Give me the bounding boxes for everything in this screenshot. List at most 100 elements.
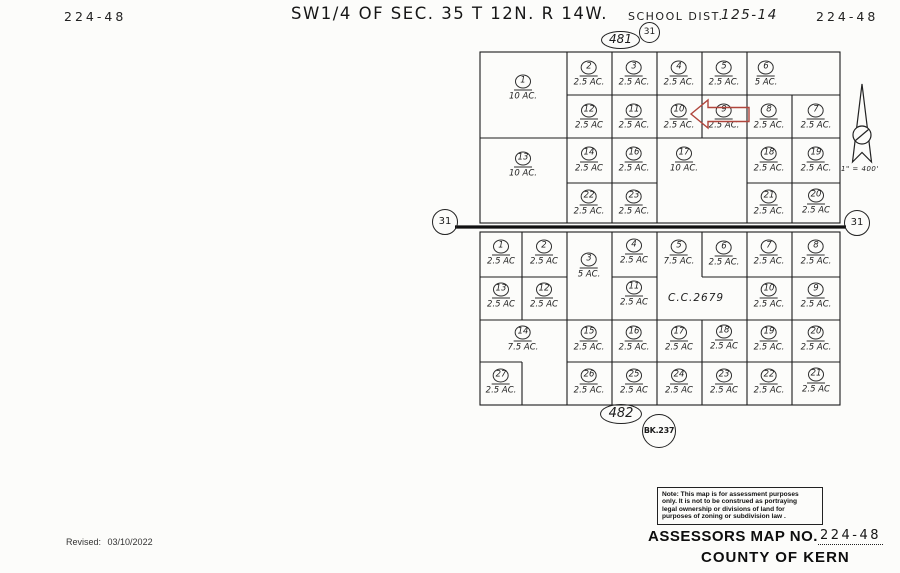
parcel-number: 21 <box>760 189 777 204</box>
note-line: purposes of zoning or subdivision law . <box>662 513 786 521</box>
parcel-divider <box>624 340 643 342</box>
parcel-number: 13 <box>492 282 509 297</box>
school-district-label: SCHOOL DIST. <box>628 10 724 23</box>
revised-value: 03/10/2022 <box>107 537 153 547</box>
parcel-acreage: 2.5 AC. <box>663 77 695 88</box>
parcel-divider <box>806 161 825 163</box>
parcel-acreage: 2.5 AC <box>710 341 738 352</box>
section-circle-top: 31 <box>639 22 660 43</box>
sheet-number-top-left: 224-48 <box>64 9 127 24</box>
parcel-number: 20 <box>807 188 824 203</box>
parcel-acreage: 2.5 AC. <box>753 342 785 353</box>
parcel-acreage: 2.5 AC. <box>573 385 605 396</box>
parcel-acreage: 2.5 AC <box>620 297 648 308</box>
parcel-divider <box>806 203 825 205</box>
north-arrow-icon <box>851 83 873 164</box>
parcel-divider <box>624 204 643 206</box>
parcel-acreage: 2.5 AC. <box>573 77 605 88</box>
assessor-map-no-value: 224-48 <box>817 528 883 545</box>
parcel-divider <box>759 383 778 385</box>
parcel-divider <box>669 254 688 256</box>
parcel-number: 17 <box>675 146 692 161</box>
parcel-acreage: 2.5 AC <box>710 385 738 396</box>
book-circle: BK.237 <box>642 414 676 448</box>
parcel-acreage: 2.5 AC <box>620 255 648 266</box>
parcel-divider <box>669 118 688 120</box>
parcel-divider <box>624 161 643 163</box>
parcel-acreage: 2.5 AC. <box>800 256 832 267</box>
parcel-north-19: 19 2.5 AC. <box>800 146 832 174</box>
county-title: COUNTY OF KERN <box>701 549 850 566</box>
parcel-acreage: 2.5 AC. <box>753 206 785 217</box>
revised-label: Revised: <box>66 537 102 547</box>
parcel-divider <box>624 383 643 385</box>
parcel-divider <box>759 118 778 120</box>
parcel-divider <box>624 118 643 120</box>
parcel-south-20: 20 2.5 AC. <box>800 325 832 353</box>
parcel-divider <box>669 383 688 385</box>
parcel-number: 20 <box>807 325 824 340</box>
parcel-acreage: 2.5 AC. <box>800 342 832 353</box>
parcel-acreage: 10 AC. <box>509 168 537 179</box>
parcel-number: 7 <box>760 239 777 254</box>
parcel-acreage: 2.5 AC. <box>753 385 785 396</box>
parcel-acreage: 2.5 AC <box>487 256 515 267</box>
parcel-acreage: 2.5 AC <box>575 120 603 131</box>
parcel-number: 3 <box>581 252 597 267</box>
parcel-divider <box>759 161 778 163</box>
parcel-divider <box>624 75 643 77</box>
map-title: SW1/4 OF SEC. 35 T 12N. R 14W. <box>291 4 608 23</box>
parcel-north-4: 4 2.5 AC. <box>663 60 695 88</box>
parcel-divider <box>806 340 825 342</box>
parcel-south-18: 18 2.5 AC <box>710 324 738 352</box>
parcel-acreage: 2.5 AC <box>665 385 693 396</box>
parcel-number: 4 <box>625 238 642 253</box>
parcel-acreage: 2.5 AC. <box>618 77 650 88</box>
parcel-number: 22 <box>760 368 777 383</box>
parcel-acreage: 2.5 AC. <box>618 120 650 131</box>
parcel-number: 18 <box>715 324 732 339</box>
scale-label: 1" = 400' <box>841 165 879 173</box>
parcel-number: 4 <box>670 60 687 75</box>
parcel-divider <box>579 161 598 163</box>
parcel-divider <box>759 204 778 206</box>
parcel-acreage: 2.5 AC. <box>753 120 785 131</box>
parcel-acreage: 2.5 AC. <box>708 257 740 268</box>
parcel-number: 15 <box>580 325 597 340</box>
parcel-divider <box>513 166 532 168</box>
note-line: Note: This map is for assessment purpose… <box>662 491 799 498</box>
parcel-number: 1 <box>514 74 531 89</box>
parcel-acreage: 2.5 AC. <box>753 256 785 267</box>
parcel-acreage: 2.5 AC <box>575 163 603 174</box>
parcel-acreage: 2.5 AC. <box>485 385 517 396</box>
parcel-acreage: 2.5 AC. <box>800 163 832 174</box>
parcel-divider <box>714 118 733 120</box>
parcel-divider <box>491 383 510 385</box>
parcel-acreage: 2.5 AC. <box>573 206 605 217</box>
parcel-divider <box>579 118 598 120</box>
parcel-number: 2 <box>535 239 552 254</box>
parcel-number: 19 <box>807 146 824 161</box>
parcel-acreage: 2.5 AC <box>802 205 830 216</box>
disclaimer-note-box: Note: This map is for assessment purpose… <box>657 487 823 525</box>
parcel-number: 7 <box>807 103 824 118</box>
parcel-acreage: 2.5 AC. <box>753 163 785 174</box>
parcel-number: 17 <box>670 325 687 340</box>
parcel-number: 9 <box>807 282 824 297</box>
